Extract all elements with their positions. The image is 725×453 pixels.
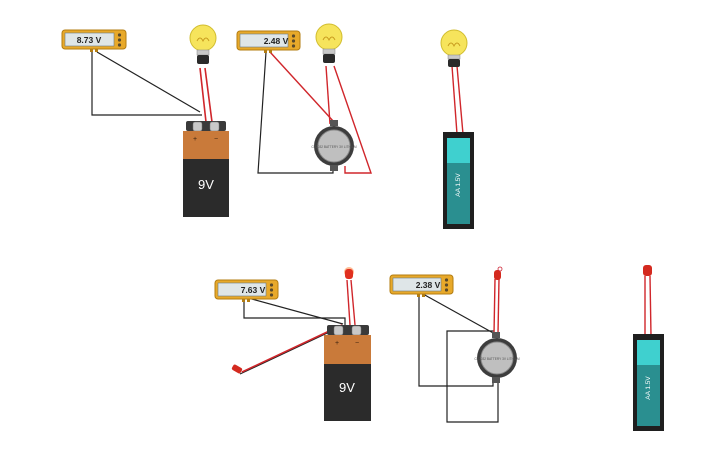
wire-red[interactable]: [451, 65, 458, 135]
multimeter[interactable]: 8.73 V: [61, 29, 127, 52]
wire-red[interactable]: [350, 279, 356, 326]
led[interactable]: [643, 265, 652, 276]
circuit-3: AA 1.5V: [440, 29, 474, 229]
wire-red[interactable]: [649, 275, 652, 337]
circuit-6: AA 1.5V: [633, 265, 664, 431]
battery-minus-label: −: [355, 340, 359, 347]
meter-reading: 8.73 V: [77, 35, 102, 45]
wire-black[interactable]: [243, 298, 346, 326]
battery-plus-label: +: [193, 136, 197, 143]
wire-black[interactable]: [422, 293, 496, 335]
light-bulb[interactable]: [315, 23, 343, 63]
wire-red[interactable]: [325, 65, 331, 125]
circuit-4: 7.63 V + − 9V: [214, 267, 371, 421]
coin-cell-label: CR2032 BATTERY 3V LITHIUM: [311, 145, 357, 149]
multimeter[interactable]: 2.38 V: [389, 274, 454, 297]
led[interactable]: [231, 364, 243, 374]
coin-cell-battery[interactable]: CR2032 BATTERY 3V LITHIUM: [474, 332, 520, 383]
battery-label: 9V: [339, 380, 355, 395]
wire-red[interactable]: [497, 278, 500, 335]
wire-black[interactable]: [247, 297, 344, 325]
multimeter[interactable]: 7.63 V: [214, 279, 279, 302]
wire-red[interactable]: [241, 324, 343, 373]
aa-battery-label: AA 1.5V: [645, 376, 652, 400]
battery-minus-label: −: [214, 136, 218, 143]
aa-battery-label: AA 1.5V: [455, 173, 462, 197]
aa-battery-holder[interactable]: AA 1.5V: [443, 132, 474, 229]
wire-red[interactable]: [456, 65, 464, 135]
wire-black[interactable]: [446, 330, 499, 423]
meter-reading: 2.48 V: [264, 36, 289, 46]
battery-plus-label: +: [335, 340, 339, 347]
wire-red[interactable]: [204, 67, 213, 123]
meter-reading: 7.63 V: [241, 285, 266, 295]
light-bulb[interactable]: [189, 24, 217, 64]
coin-cell-label: CR2032 BATTERY 3V LITHIUM: [474, 357, 520, 361]
circuit-5: 2.38 V CR2032 BATTERY 3V LITHIUM: [389, 266, 520, 423]
wire-black[interactable]: [239, 327, 339, 375]
wire-black[interactable]: [96, 51, 201, 113]
wire-black[interactable]: [91, 52, 202, 116]
battery-9v[interactable]: + − 9V: [183, 121, 229, 217]
led-lit[interactable]: [344, 267, 354, 279]
aa-battery-holder[interactable]: AA 1.5V: [633, 334, 664, 431]
led[interactable]: [494, 266, 503, 280]
wire-red[interactable]: [346, 279, 351, 326]
wire-red[interactable]: [269, 51, 335, 123]
wire-red[interactable]: [199, 67, 207, 123]
battery-9v[interactable]: + − 9V: [324, 325, 371, 421]
battery-label: 9V: [198, 177, 214, 192]
wire-red[interactable]: [493, 278, 496, 335]
circuit-1: 8.73 V + − 9V: [61, 24, 229, 217]
multimeter[interactable]: 2.48 V: [236, 30, 301, 53]
meter-reading: 2.38 V: [416, 280, 441, 290]
coin-cell-battery[interactable]: CR2032 BATTERY 3V LITHIUM: [311, 120, 357, 171]
wire-red[interactable]: [333, 65, 372, 174]
wire-black[interactable]: [418, 294, 494, 387]
circuit-2: 2.48 V CR2032 BATTERY 3V LITHIUM: [236, 23, 372, 174]
light-bulb[interactable]: [440, 29, 468, 67]
